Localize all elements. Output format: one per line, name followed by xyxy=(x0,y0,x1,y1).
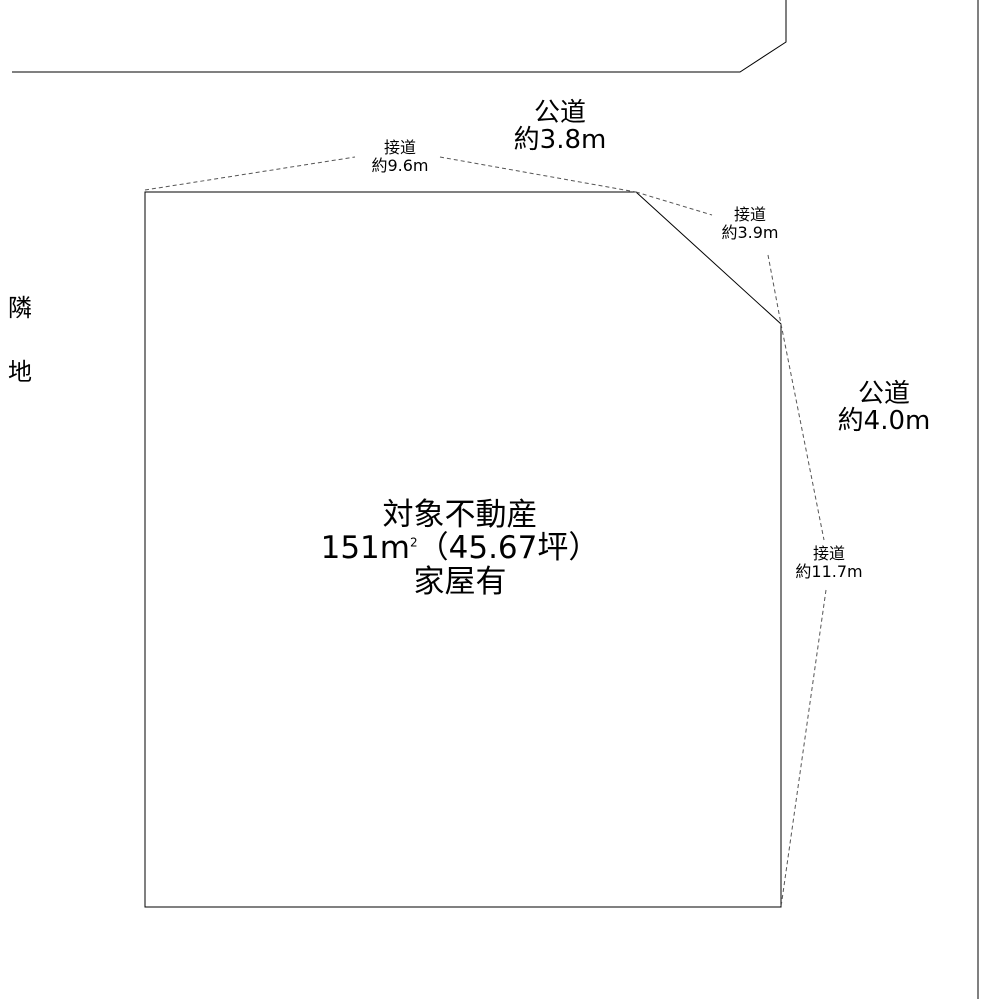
property-lot-outline xyxy=(144,191,782,908)
frontage-corner-length: 約3.9m xyxy=(721,222,779,242)
property-area: 151m2（45.67坪） xyxy=(290,532,630,565)
east-road-label: 公道 約4.0m xyxy=(826,379,942,437)
frontage-corner-title: 接道 xyxy=(733,205,766,224)
neighbor-land-char-1: 隣 xyxy=(8,294,32,322)
frontage-dimension-north xyxy=(144,156,356,191)
frontage-east-title: 接道 xyxy=(812,544,845,563)
frontage-north-length: 約9.6m xyxy=(371,155,429,175)
property-area-unit: m xyxy=(379,530,410,567)
north-road-name: 公道 xyxy=(533,98,586,128)
property-status: 家屋有 xyxy=(413,563,507,600)
north-road-width: 約3.8m xyxy=(513,125,607,156)
frontage-label-north: 接道 約9.6m xyxy=(352,139,448,174)
property-area-unit-superscript: 2 xyxy=(409,536,418,551)
property-area-value: 151 xyxy=(320,530,380,567)
property-area-tsubo: （45.67坪） xyxy=(417,530,600,567)
property-title: 対象不動産 xyxy=(382,497,538,533)
frontage-north-title: 接道 xyxy=(383,138,416,157)
east-road-name: 公道 xyxy=(857,379,910,409)
north-road-boundary-line xyxy=(12,0,787,73)
frontage-dimension-north-2 xyxy=(439,156,637,193)
frontage-dimension-corner xyxy=(635,191,713,216)
east-road-width: 約4.0m xyxy=(837,406,931,437)
north-road-label: 公道 約3.8m xyxy=(505,98,615,156)
frontage-dimension-east-2 xyxy=(780,589,827,908)
frontage-dimension-corner-2 xyxy=(767,254,782,325)
frontage-label-corner: 接道 約3.9m xyxy=(700,206,800,241)
frontage-east-length: 約11.7m xyxy=(795,561,863,581)
frontage-dimension-east xyxy=(780,323,825,541)
property-label: 対象不動産 151m2（45.67坪） 家屋有 xyxy=(290,497,630,600)
neighbor-land-char-2: 地 xyxy=(8,358,32,386)
frontage-label-east: 接道 約11.7m xyxy=(780,545,878,580)
